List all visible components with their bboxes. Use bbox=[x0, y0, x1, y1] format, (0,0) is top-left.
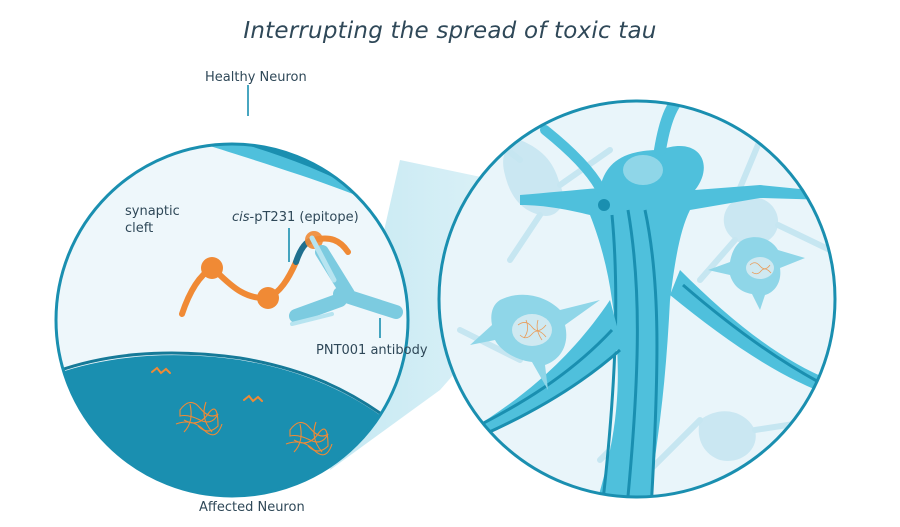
cleft-label: cleft bbox=[125, 221, 153, 236]
epitope-label: cis-pT231 (epitope) bbox=[232, 210, 359, 225]
neuron-network-view bbox=[437, 99, 837, 499]
healthy-neuron-label: Healthy Neuron bbox=[205, 70, 307, 85]
synaptic-label: synaptic bbox=[125, 204, 180, 219]
tau-tangle-1 bbox=[175, 401, 223, 436]
figure-title: Interrupting the spread of toxic tau bbox=[243, 18, 657, 44]
affected-neuron-label: Affected Neuron bbox=[199, 500, 305, 515]
antibody-label: PNT001 antibody bbox=[316, 343, 428, 358]
epitope-label-prefix: cis bbox=[232, 210, 250, 225]
affected-neuron-left bbox=[470, 294, 600, 390]
leader-lines bbox=[247, 85, 381, 491]
epitope-label-rest: -pT231 (epitope) bbox=[250, 210, 359, 225]
tau-tangle-2 bbox=[285, 421, 333, 456]
affected-neuron-right bbox=[708, 237, 805, 310]
pnt001-antibody bbox=[289, 235, 403, 326]
synapse-zoom-view bbox=[54, 142, 410, 498]
